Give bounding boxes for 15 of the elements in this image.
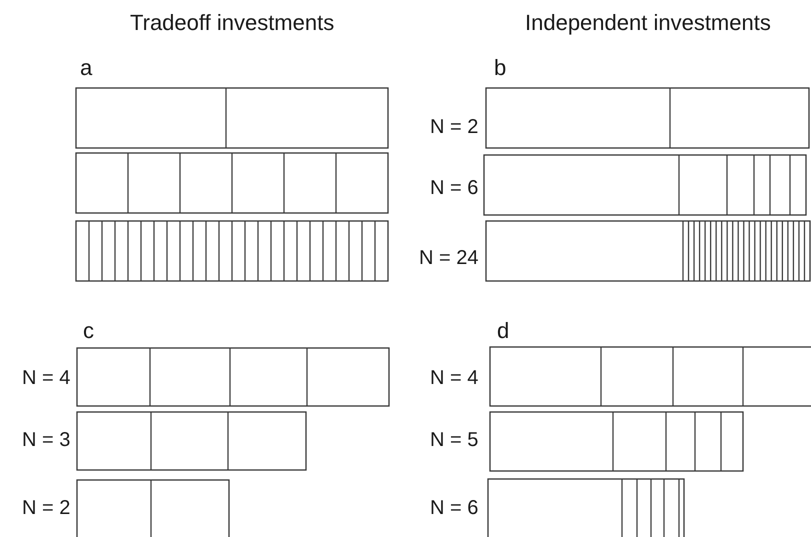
row-label: N = 6 bbox=[430, 178, 478, 198]
row-label: N = 6 bbox=[430, 498, 478, 518]
row-label: N = 2 bbox=[430, 117, 478, 137]
panel-letter: d bbox=[497, 320, 510, 342]
row-label: N = 3 bbox=[22, 430, 70, 450]
column-heading: Tradeoff investments bbox=[130, 12, 334, 34]
column-heading: Independent investments bbox=[525, 12, 771, 34]
row-label: N = 5 bbox=[430, 430, 478, 450]
row-label: N = 4 bbox=[430, 368, 478, 388]
panel-letter: b bbox=[494, 57, 506, 79]
row-label: N = 24 bbox=[419, 248, 478, 268]
row-label: N = 4 bbox=[22, 368, 70, 388]
panel-letter: a bbox=[80, 57, 92, 79]
row-label: N = 2 bbox=[22, 498, 70, 518]
panel-letter: c bbox=[83, 320, 94, 342]
